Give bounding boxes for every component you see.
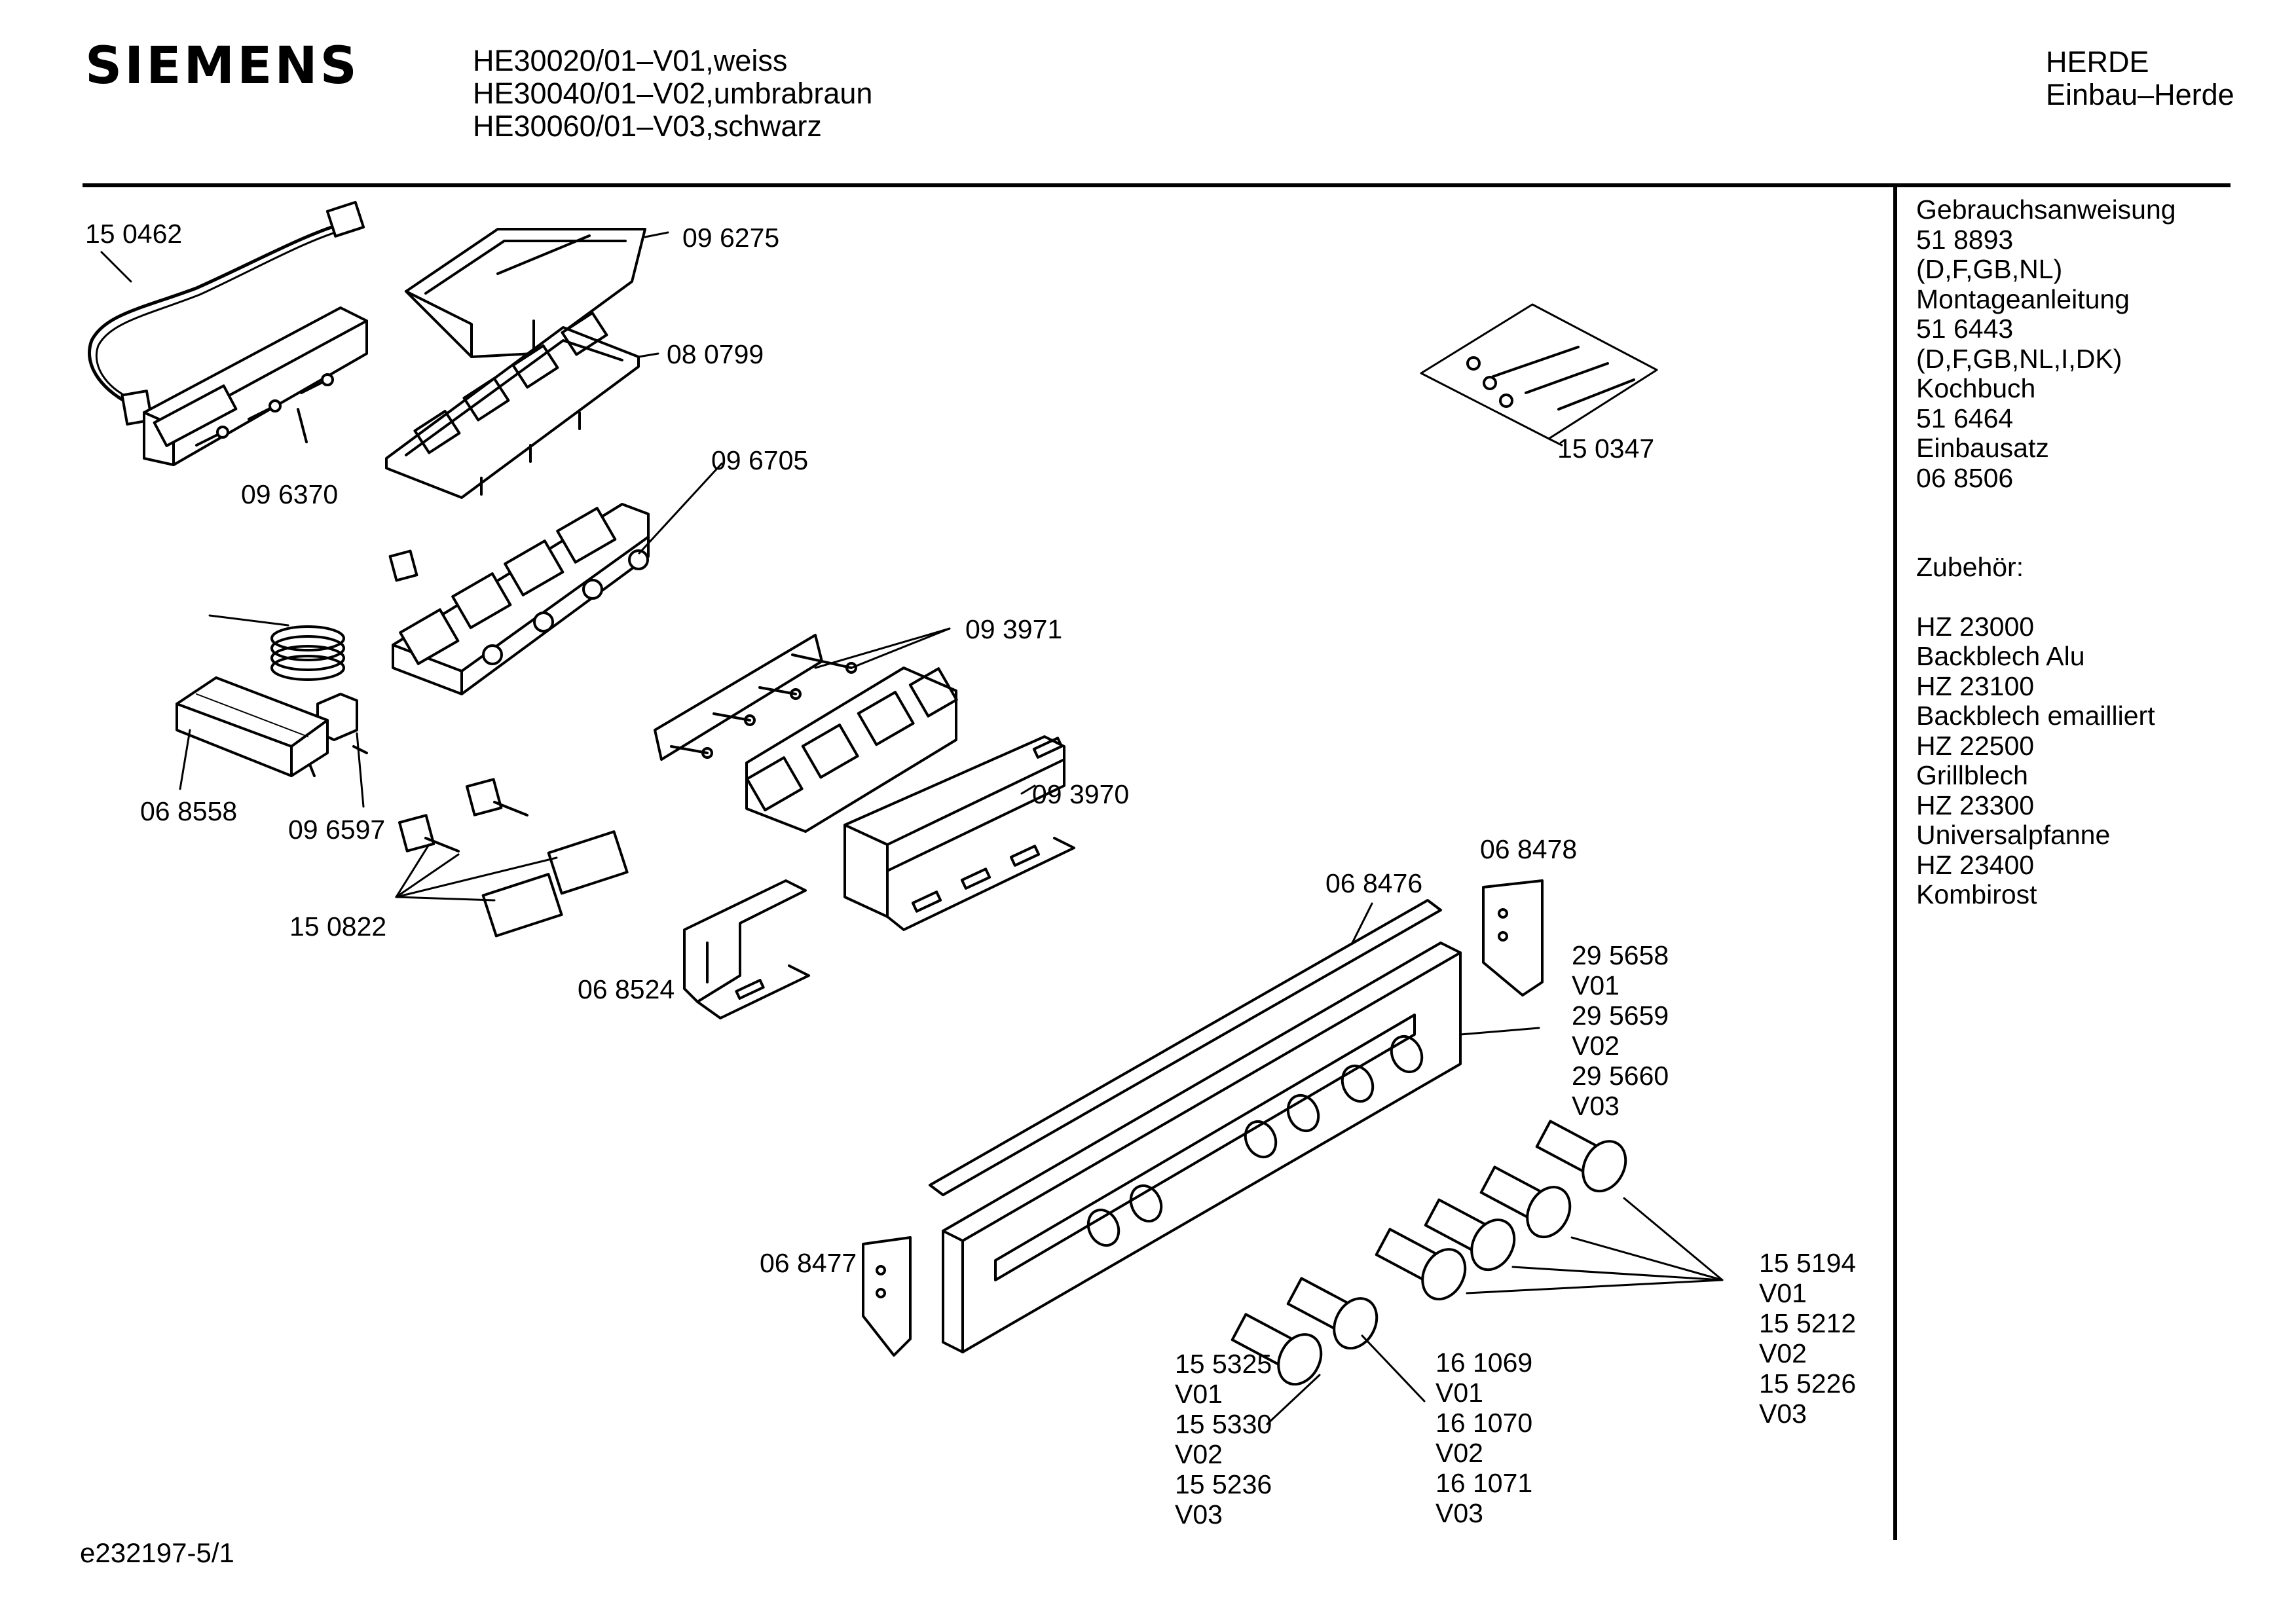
part-label-knob-right: 15 5194 V01 15 5212 V02 15 5226 V03 xyxy=(1759,1248,1856,1429)
panel-variant: V02 xyxy=(1572,1031,1620,1061)
sidebar-line: Kombirost xyxy=(1916,879,2037,909)
control-panel-part xyxy=(942,942,1540,1353)
knob-code: 15 5236 xyxy=(1175,1469,1272,1499)
tray-part xyxy=(405,228,646,358)
sidebar-line: Universalpfanne xyxy=(1916,820,2111,850)
sidebar-line: HZ 23100 xyxy=(1916,670,2035,701)
knob-code: 16 1070 xyxy=(1435,1408,1533,1438)
part-label-068524: 06 8524 xyxy=(578,974,675,1004)
knob-code: 16 1071 xyxy=(1435,1468,1533,1498)
sidebar-line: 51 6443 xyxy=(1916,314,2014,344)
knob-code: 15 5226 xyxy=(1759,1368,1857,1399)
brand-logo: SIEMENS xyxy=(85,37,360,96)
trim-strip-part xyxy=(929,899,1442,1196)
knob-variant: V01 xyxy=(1759,1278,1807,1308)
switch-plate-part xyxy=(654,627,958,833)
sidebar-line: 51 6464 xyxy=(1916,403,2014,433)
sidebar: Gebrauchsanweisung 51 8893 (D,F,GB,NL) M… xyxy=(1916,194,2176,910)
mounting-bracket-part xyxy=(843,735,1075,931)
model-line: HE30040/01–V02,umbrabraun xyxy=(473,77,873,110)
sidebar-rule xyxy=(1893,187,1897,1540)
sidebar-line: Backblech Alu xyxy=(1916,641,2085,671)
part-label-150347: 15 0347 xyxy=(1557,433,1655,464)
screw-bag-part xyxy=(1420,303,1658,447)
control-knobs-right xyxy=(1375,1120,1724,1301)
panel-code: 29 5660 xyxy=(1572,1061,1669,1091)
part-label-096275: 09 6275 xyxy=(682,223,780,253)
part-label-150462: 15 0462 xyxy=(85,219,183,249)
category: HERDE Einbau–Herde xyxy=(2046,46,2234,111)
sidebar-line: Kochbuch xyxy=(1916,373,2036,403)
sidebar-line: 51 8893 xyxy=(1916,224,2014,255)
bracket-rail-part xyxy=(176,676,329,790)
part-label-knob-left-b: 16 1069 V01 16 1070 V02 16 1071 V03 xyxy=(1435,1347,1532,1528)
knob-variant: V02 xyxy=(1175,1439,1223,1469)
switch-frame-part xyxy=(388,462,723,695)
knob-variant: V01 xyxy=(1175,1379,1223,1409)
knob-code: 15 5212 xyxy=(1759,1308,1857,1338)
panel-clip-right xyxy=(1482,879,1544,997)
part-label-093971: 09 3971 xyxy=(965,614,1063,644)
sidebar-line: 06 8506 xyxy=(1916,462,2014,493)
part-label-096370: 09 6370 xyxy=(241,479,339,509)
part-label-068477: 06 8477 xyxy=(760,1248,857,1278)
part-label-068558: 06 8558 xyxy=(140,796,238,826)
knob-variant: V03 xyxy=(1759,1399,1807,1429)
switch-block-part xyxy=(143,306,368,466)
knob-variant: V02 xyxy=(1759,1338,1807,1368)
part-label-096705: 09 6705 xyxy=(711,445,809,475)
document-code: e232197-5/1 xyxy=(80,1537,234,1568)
knob-variant: V03 xyxy=(1435,1498,1483,1528)
part-label-068476: 06 8476 xyxy=(1325,868,1423,898)
model-line: HE30020/01–V01,weiss xyxy=(473,44,788,77)
knob-code: 15 5194 xyxy=(1759,1248,1857,1278)
knob-variant: V01 xyxy=(1435,1378,1483,1408)
frame-part xyxy=(385,311,640,499)
model-list: HE30020/01–V01,weiss HE30040/01–V02,umbr… xyxy=(473,45,872,143)
part-label-knob-left-a: 15 5325 V01 15 5330 V02 15 5236 V03 xyxy=(1175,1349,1272,1530)
part-label-068478: 06 8478 xyxy=(1480,834,1578,864)
sidebar-line: HZ 23400 xyxy=(1916,849,2035,880)
sidebar-line: (D,F,GB,NL) xyxy=(1916,254,2063,284)
control-knobs-left xyxy=(1231,1277,1426,1425)
panel-clip-left xyxy=(862,1236,912,1357)
sidebar-line: Montageanleitung xyxy=(1916,284,2130,314)
panel-variant: V01 xyxy=(1572,970,1620,1000)
sidebar-line: HZ 23300 xyxy=(1916,790,2035,820)
sidebar-line: Grillblech xyxy=(1916,760,2028,790)
part-label-150822: 15 0822 xyxy=(289,911,387,942)
panel-code: 29 5659 xyxy=(1572,1000,1669,1031)
panel-variant: V03 xyxy=(1572,1091,1620,1121)
small-parts-set xyxy=(395,778,629,938)
cable-harness-part xyxy=(87,200,365,426)
knob-code: 16 1069 xyxy=(1435,1347,1533,1378)
knob-variant: V02 xyxy=(1435,1438,1483,1468)
sidebar-line: Backblech emailliert xyxy=(1916,701,2155,731)
sidebar-line: (D,F,GB,NL,I,DK) xyxy=(1916,343,2122,374)
part-label-096597: 09 6597 xyxy=(288,815,386,845)
sidebar-line: HZ 23000 xyxy=(1916,611,2035,642)
accessories-title: Zubehör: xyxy=(1916,552,2024,582)
knob-code: 15 5330 xyxy=(1175,1409,1272,1439)
knob-code: 15 5325 xyxy=(1175,1349,1272,1379)
knob-variant: V03 xyxy=(1175,1499,1223,1530)
category-main: HERDE xyxy=(2046,45,2149,79)
side-bracket-part xyxy=(683,879,810,1019)
header-rule xyxy=(83,183,2231,187)
sidebar-line: Gebrauchsanweisung xyxy=(1916,194,2176,225)
sidebar-line: Einbausatz xyxy=(1916,433,2049,463)
panel-code: 29 5658 xyxy=(1572,940,1669,970)
part-label-093970: 09 3970 xyxy=(1032,779,1130,809)
sidebar-line: HZ 22500 xyxy=(1916,730,2035,761)
part-label-panel: 29 5658 V01 29 5659 V02 29 5660 V03 xyxy=(1572,940,1669,1121)
part-label-080799: 08 0799 xyxy=(667,339,764,369)
model-line: HE30060/01–V03,schwarz xyxy=(473,109,822,143)
category-sub: Einbau–Herde xyxy=(2046,78,2234,111)
